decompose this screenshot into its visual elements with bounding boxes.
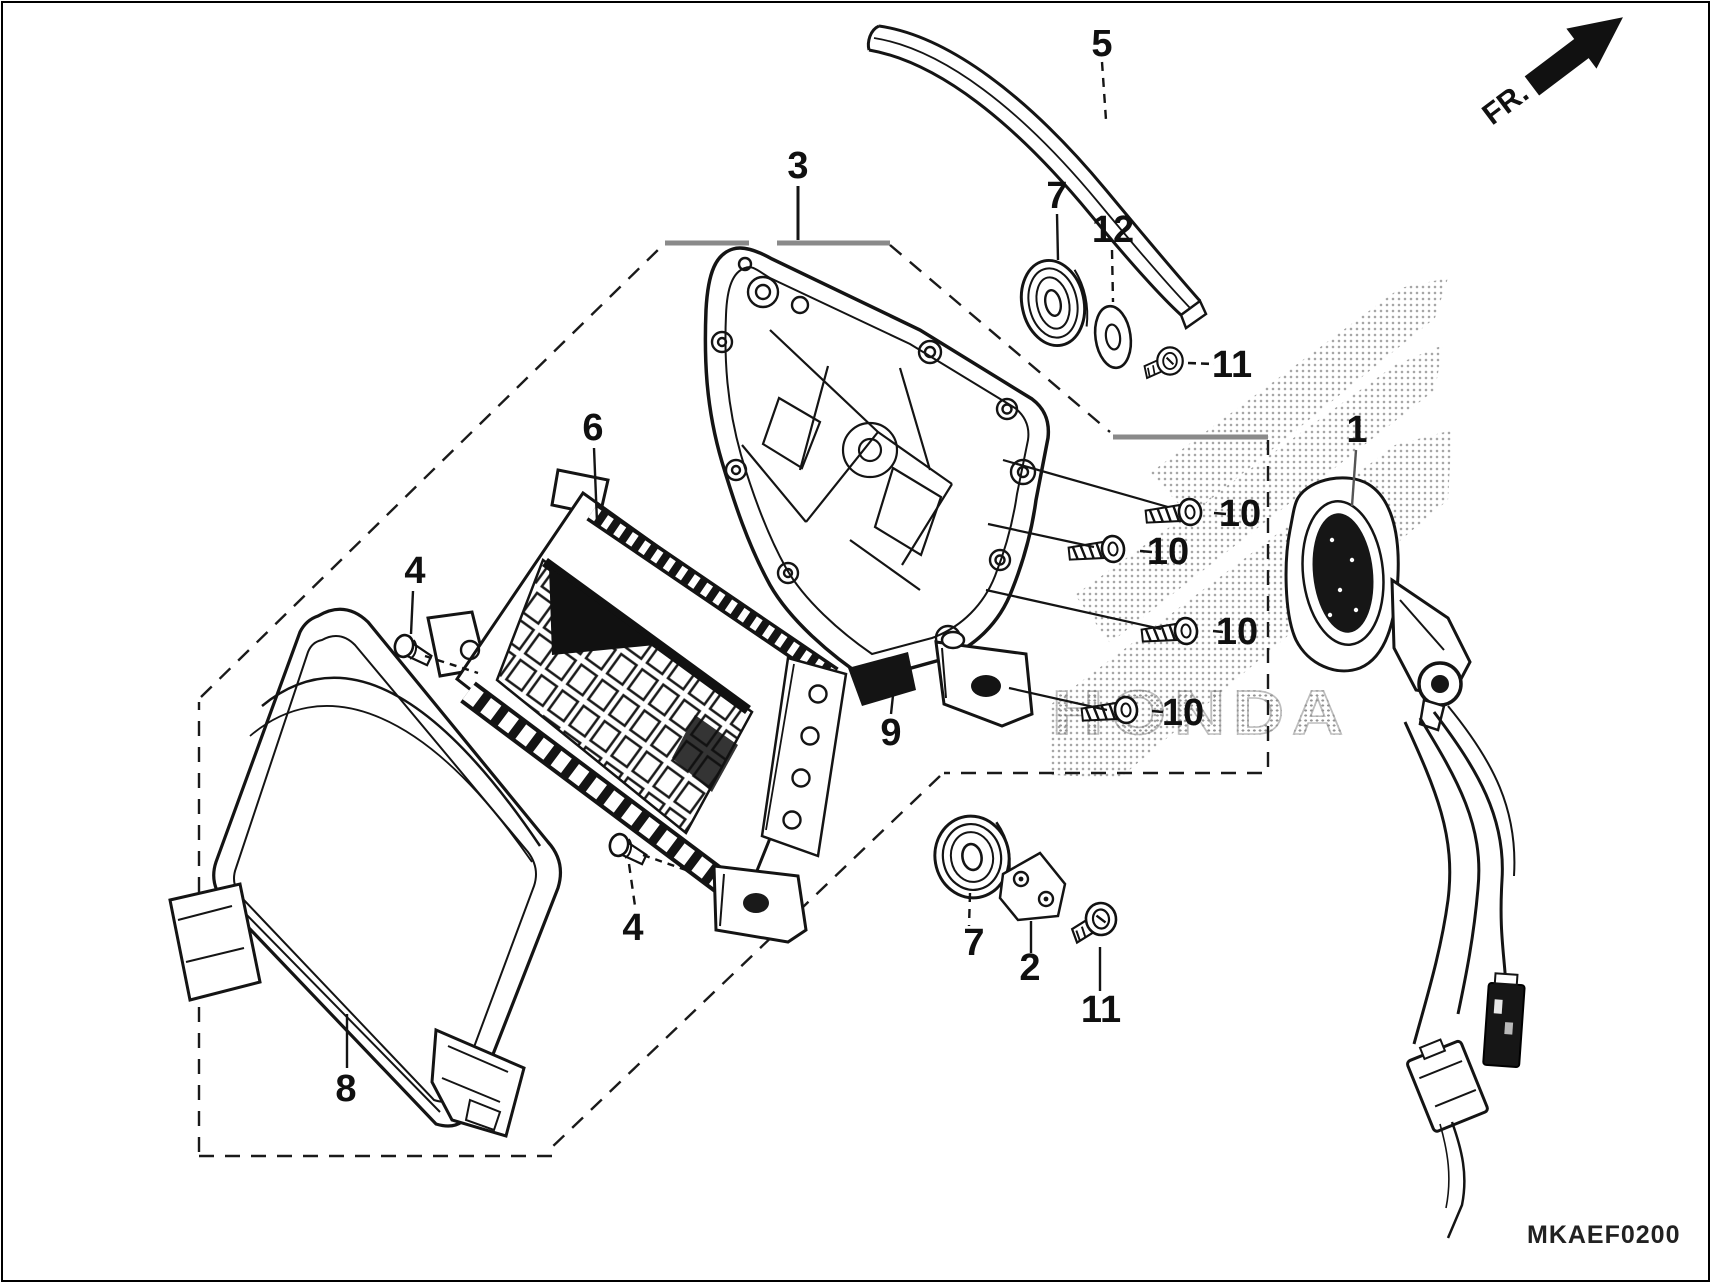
part7-grommet-top (1019, 258, 1089, 348)
diagram-code: MKAEF0200 (1527, 1221, 1681, 1249)
callout-part-4: 4 (404, 550, 426, 592)
part2-bracket (998, 851, 1067, 922)
callout-part-9: 9 (880, 712, 902, 754)
fr-arrow-icon (1524, 17, 1623, 96)
callout-part-4: 4 (622, 907, 644, 949)
part5-visor-trim (866, 24, 1208, 330)
part1-socket-harness (1284, 476, 1526, 1239)
lens-bracket-bottom (430, 1027, 526, 1138)
callout-part-11: 11 (1211, 344, 1253, 386)
callout-part-10: 10 (1161, 692, 1205, 734)
callout-part-5: 5 (1091, 23, 1113, 65)
callout-part-10: 10 (1218, 493, 1262, 535)
callout-part-1: 1 (1346, 409, 1368, 451)
callout-part-6: 6 (582, 407, 604, 449)
callout-part-11: 11 (1080, 989, 1122, 1031)
case-mount-foot-right (934, 630, 1034, 728)
harness-connector-white (1406, 1038, 1489, 1133)
callout-part-12: 12 (1091, 209, 1135, 251)
case-mount-foot-left (712, 864, 808, 944)
callout-part-7: 7 (963, 922, 985, 964)
lens-bracket-left (168, 882, 262, 1002)
assembly-boundary (197, 240, 1270, 1158)
part12-washer (1093, 304, 1133, 370)
leader-lines (345, 61, 1358, 1068)
part8-meter-lens (168, 607, 562, 1138)
part3-meter-case (703, 246, 1051, 728)
part7-grommet-bottom (933, 814, 1011, 900)
harness-connector-black (1482, 972, 1526, 1068)
callout-part-10: 10 (1215, 611, 1259, 653)
case-mount-flange (760, 656, 848, 858)
callout-part-10: 10 (1146, 531, 1190, 573)
callout-part-8: 8 (335, 1068, 357, 1110)
callout-part-2: 2 (1019, 947, 1041, 989)
callout-part-3: 3 (787, 145, 809, 187)
callout-part-7: 7 (1046, 175, 1068, 217)
part6-meter-panel (426, 468, 839, 907)
